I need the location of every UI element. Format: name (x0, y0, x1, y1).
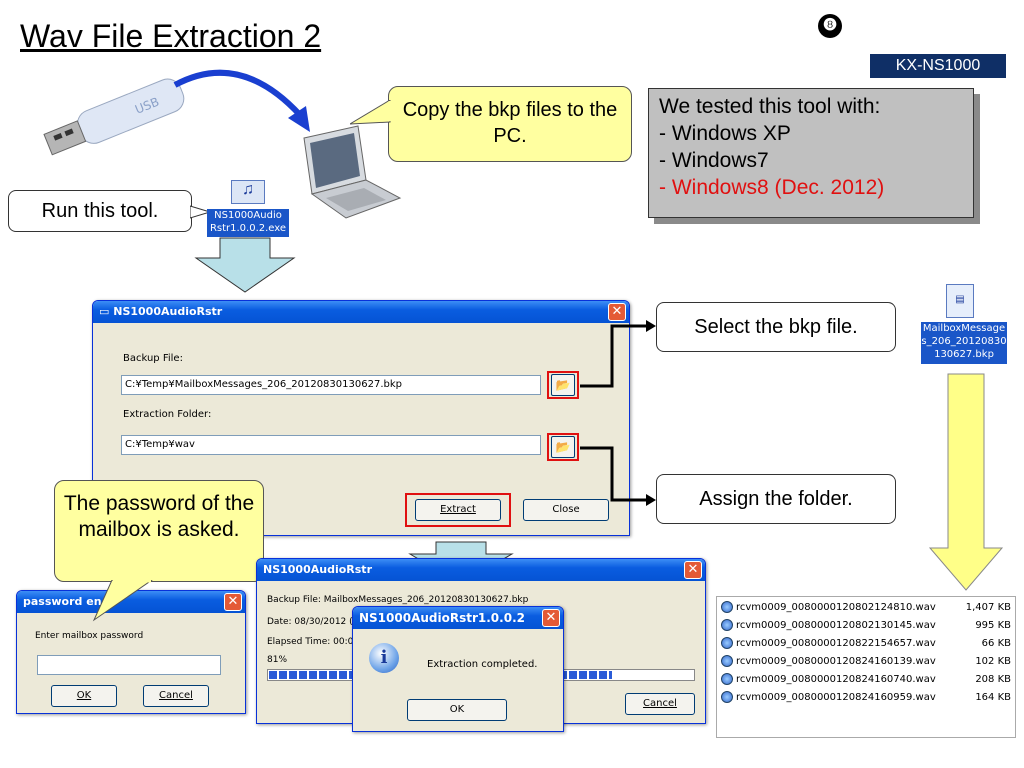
tested-item-win7: - Windows7 (659, 149, 769, 172)
file-row[interactable]: rcvm0009_0080000120802124810.wav 1,407 KB (717, 599, 1015, 617)
file-name: rcvm0009_0080000120824160139.wav (721, 653, 955, 671)
bkp-file-icon[interactable]: ▤ (946, 284, 974, 318)
completion-dialog-titlebar: NS1000AudioRstr1.0.0.2 ✕ (353, 607, 563, 629)
file-row[interactable]: rcvm0009_0080000120822154657.wav 66 KB (717, 635, 1015, 653)
close-icon[interactable]: ✕ (684, 561, 702, 579)
cancel-button[interactable]: Cancel (625, 693, 695, 715)
highlight-ring (405, 493, 511, 527)
down-arrow-icon (194, 237, 296, 293)
audio-file-icon (721, 691, 733, 703)
assign-callout: Assign the folder. (656, 474, 896, 524)
slide-title: Wav File Extraction 2 (20, 18, 322, 54)
down-arrow-icon (928, 373, 1004, 591)
audio-file-icon (721, 673, 733, 685)
bkp-file-label: MailboxMessages_206_20120830130627.bkp (921, 322, 1007, 364)
file-size: 208 KB (975, 674, 1011, 685)
completion-dialog: NS1000AudioRstr1.0.0.2 ✕ i Extraction co… (352, 606, 564, 732)
password-input[interactable] (37, 655, 221, 675)
file-name: rcvm0009_0080000120824160740.wav (721, 671, 955, 689)
password-prompt: Enter mailbox password (35, 631, 144, 641)
browse-folder-button[interactable]: 📂 (551, 436, 575, 458)
password-window: password en ✕ Enter mailbox password OK … (16, 590, 246, 714)
select-callout: Select the bkp file. (656, 302, 896, 352)
file-name: rcvm0009_0080000120824160959.wav (721, 689, 955, 707)
exe-file-icon[interactable]: ♫ (231, 180, 265, 204)
exe-file-label: NS1000Audio Rstr1.0.0.2.exe (207, 209, 289, 237)
completion-dialog-title: NS1000AudioRstr1.0.0.2 (359, 611, 525, 625)
backup-file-label: Backup File: (123, 353, 183, 364)
connector-lines (580, 320, 656, 506)
progress-backup-text: Backup File: MailboxMessages_206_2012083… (267, 595, 529, 605)
audio-file-icon (721, 637, 733, 649)
progress-elapsed-text: Elapsed Time: 00:0 (267, 637, 354, 647)
tested-item-xp: - Windows XP (659, 122, 791, 145)
callout-pointer (190, 205, 212, 219)
audio-file-icon (721, 601, 733, 613)
progress-percent-text: 81% (267, 655, 288, 665)
file-name: rcvm0009_0080000120822154657.wav (721, 635, 955, 653)
backup-file-input[interactable]: C:¥Temp¥MailboxMessages_206_201208301306… (121, 375, 541, 395)
main-window-title: NS1000AudioRstr (113, 305, 223, 318)
tested-heading: We tested this tool with: (659, 95, 881, 118)
highlight-ring (547, 433, 579, 461)
laptop-icon (303, 125, 402, 219)
file-row[interactable]: rcvm0009_0080000120802130145.wav 995 KB (717, 617, 1015, 635)
copy-arrow-icon (173, 69, 310, 132)
tested-box: We tested this tool with: - Windows XP -… (648, 88, 974, 218)
extraction-folder-input[interactable]: C:¥Temp¥wav (121, 435, 541, 455)
completion-message: Extraction completed. (427, 659, 538, 670)
model-badge: KX-NS1000 (870, 54, 1006, 78)
audio-file-icon (721, 655, 733, 667)
folder-open-icon: 📂 (555, 378, 571, 392)
file-row[interactable]: rcvm0009_0080000120824160740.wav 208 KB (717, 671, 1015, 689)
file-row[interactable]: rcvm0009_0080000120824160139.wav 102 KB (717, 653, 1015, 671)
main-window-titlebar: ▭ NS1000AudioRstr ✕ (93, 301, 629, 323)
file-name: rcvm0009_0080000120802124810.wav (721, 599, 955, 617)
tested-item-win8: - Windows8 (Dec. 2012) (659, 176, 885, 199)
slide-number: ❽ (818, 14, 842, 38)
close-icon[interactable]: ✕ (542, 609, 560, 627)
password-callout: The password of the mailbox is asked. (54, 480, 264, 582)
ok-button[interactable]: OK (407, 699, 507, 721)
browse-backup-button[interactable]: 📂 (551, 374, 575, 396)
callout-pointer (92, 580, 153, 622)
cancel-button[interactable]: Cancel (143, 685, 209, 707)
file-size: 102 KB (975, 656, 1011, 667)
app-icon: ▭ (99, 305, 114, 318)
close-button[interactable]: Close (523, 499, 609, 521)
close-icon[interactable]: ✕ (608, 303, 626, 321)
file-size: 1,407 KB (965, 602, 1011, 613)
copy-callout: Copy the bkp files to the PC. (388, 86, 632, 162)
usb-drive-icon: USB (43, 78, 185, 156)
extraction-folder-label: Extraction Folder: (123, 409, 212, 420)
audio-file-icon (721, 619, 733, 631)
folder-open-icon: 📂 (555, 440, 571, 454)
file-size: 66 KB (981, 638, 1011, 649)
file-name: rcvm0009_0080000120802130145.wav (721, 617, 955, 635)
file-size: 995 KB (975, 620, 1011, 631)
progress-date-text: Date: 08/30/2012 ( (267, 617, 353, 627)
info-icon: i (369, 643, 399, 673)
highlight-ring (547, 371, 579, 399)
file-size: 164 KB (975, 692, 1011, 703)
extract-button[interactable]: Extract (415, 499, 501, 521)
password-window-titlebar: password en ✕ (17, 591, 245, 613)
ok-button[interactable]: OK (51, 685, 117, 707)
progress-window-title: NS1000AudioRstr (263, 563, 372, 576)
file-list: rcvm0009_0080000120802124810.wav 1,407 KB… (716, 596, 1016, 738)
password-window-title: password en (23, 595, 102, 608)
progress-window-titlebar: NS1000AudioRstr ✕ (257, 559, 705, 581)
run-callout: Run this tool. (8, 190, 192, 232)
close-icon[interactable]: ✕ (224, 593, 242, 611)
callout-pointer (350, 100, 392, 125)
file-row[interactable]: rcvm0009_0080000120824160959.wav 164 KB (717, 689, 1015, 707)
